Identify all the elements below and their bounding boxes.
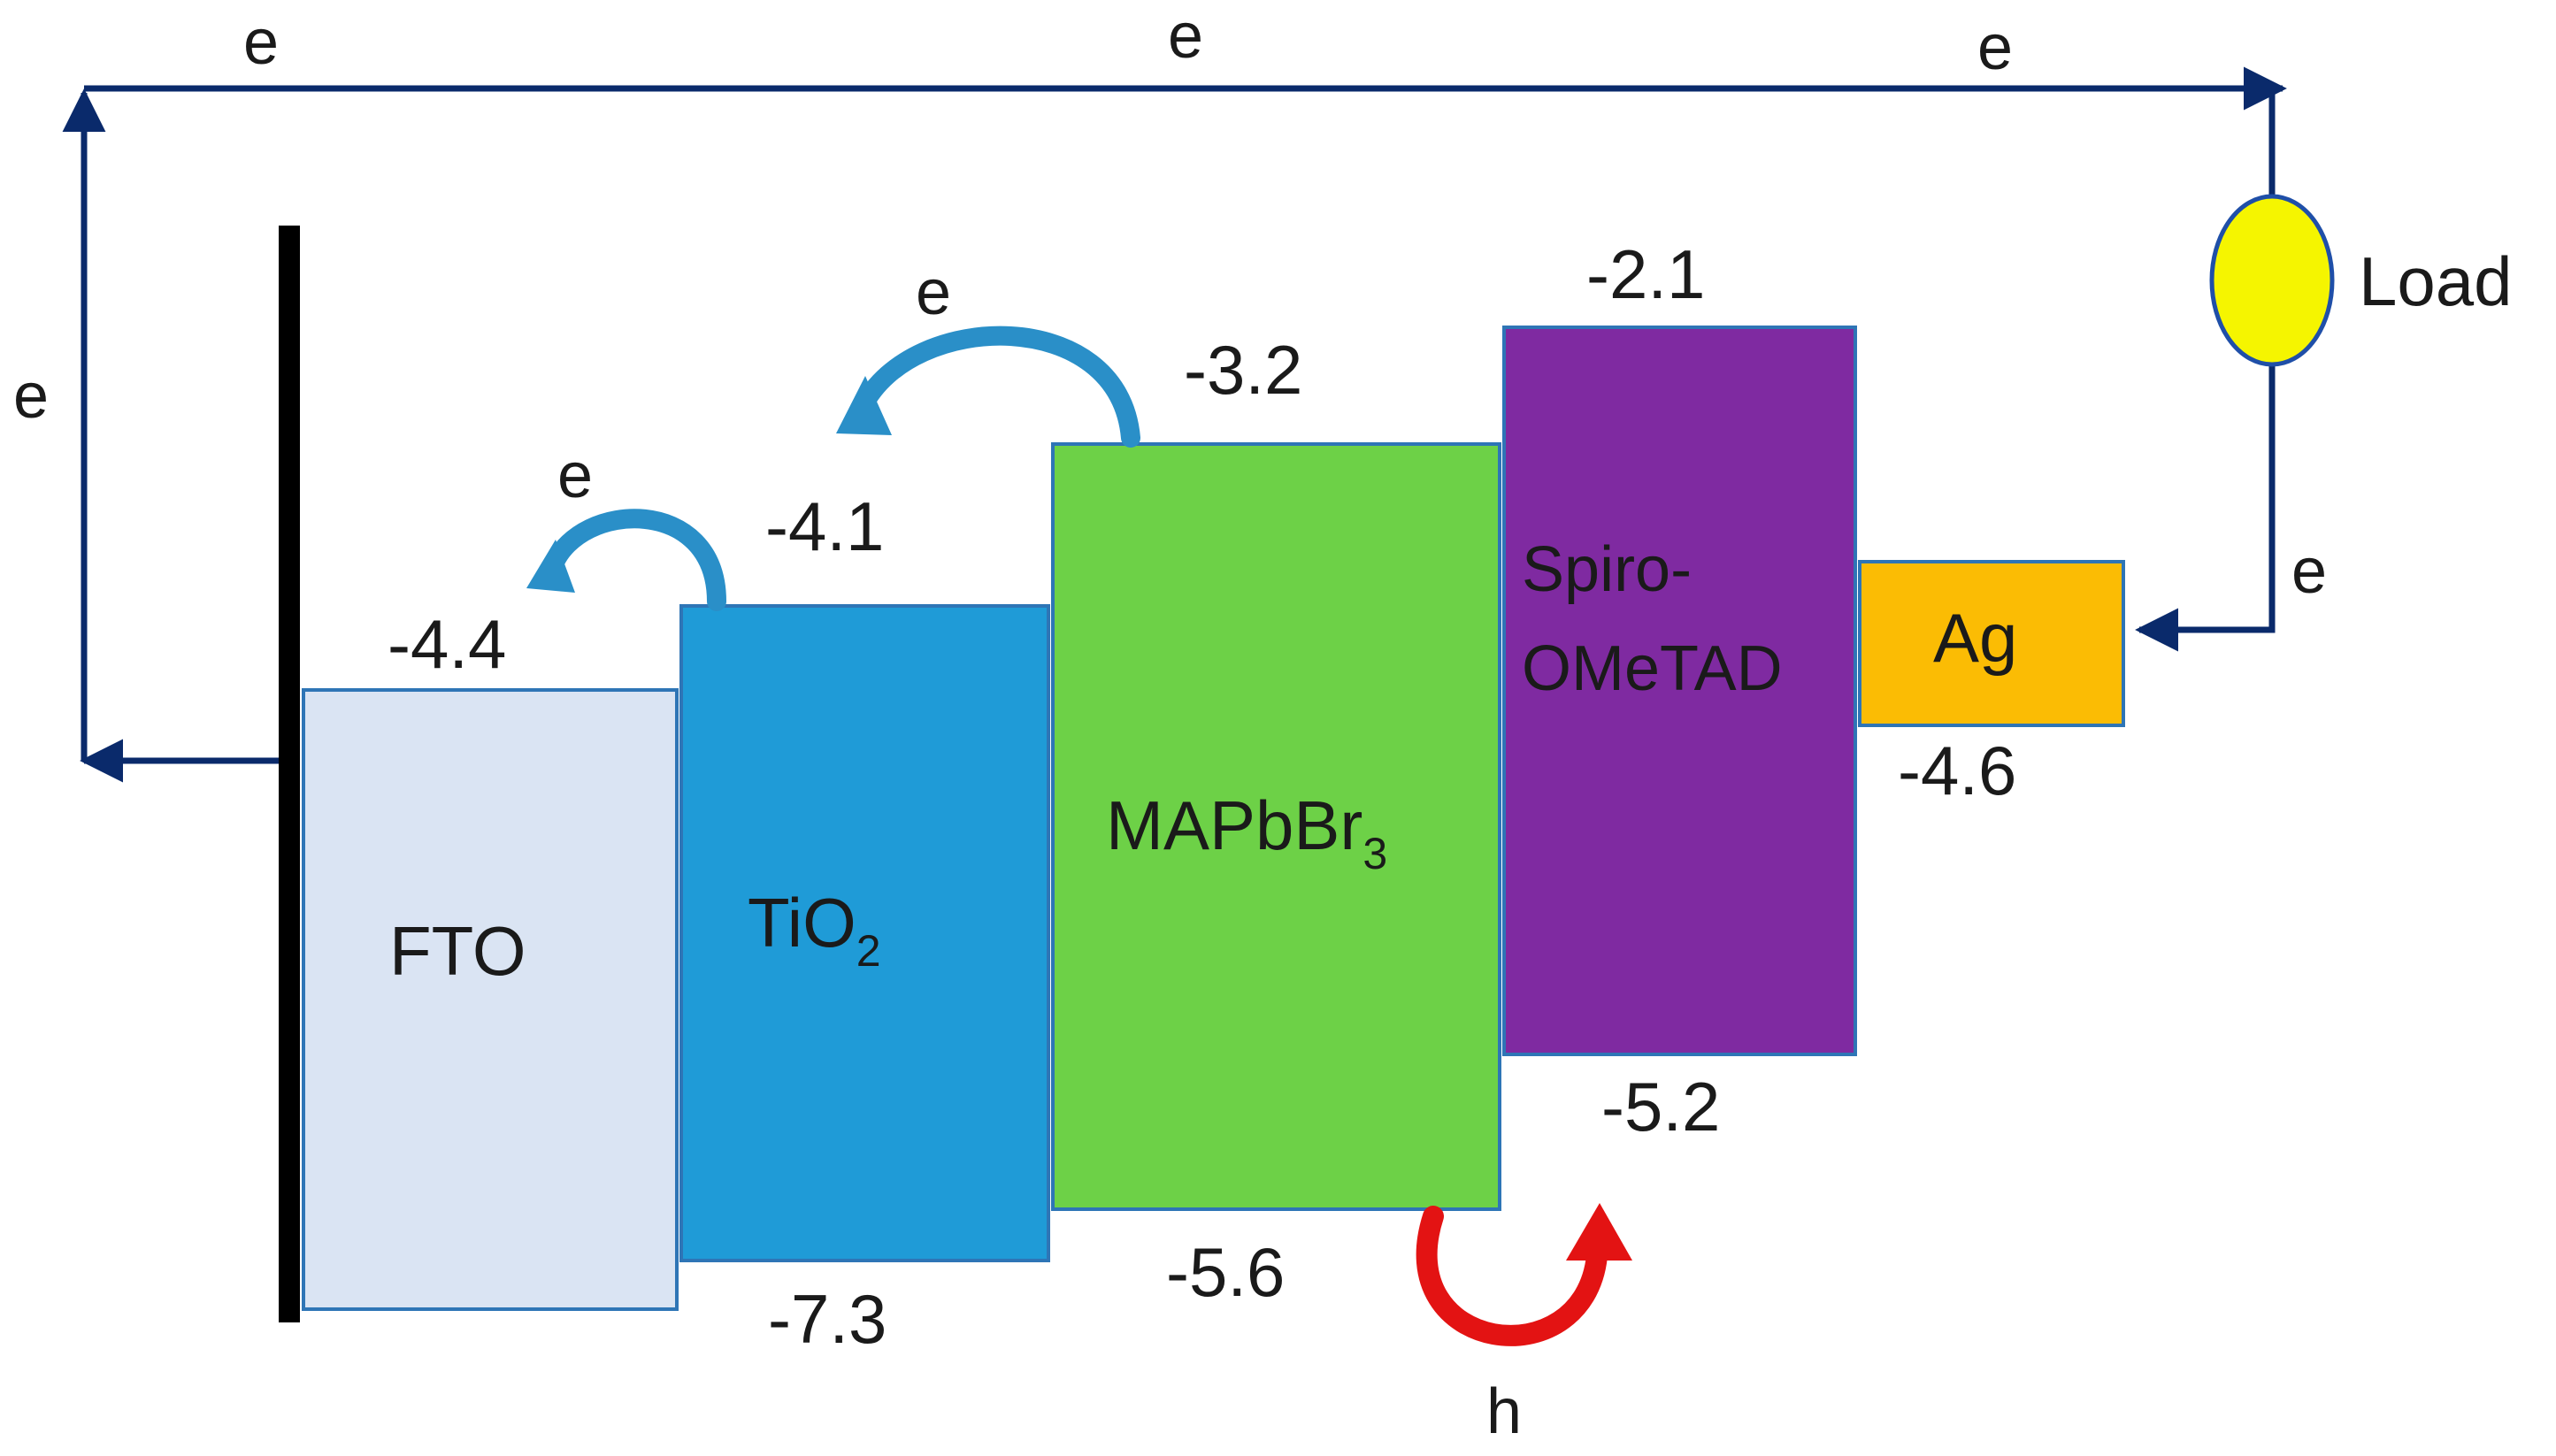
mapbbr3-label: MAPbBr3 — [1106, 786, 1387, 878]
wire-load-to-ag — [2135, 364, 2276, 652]
electron-transfer-arrow-mapbbr3-to-tio2 — [836, 326, 1140, 448]
tio2-bottom-level: -7.3 — [768, 1280, 887, 1358]
spiro-label-line2: OMeTAD — [1522, 633, 1783, 704]
fto-layer — [302, 688, 679, 1311]
mapbbr3-bottom-level: -5.6 — [1166, 1233, 1285, 1311]
load-resistor-icon — [2209, 194, 2335, 367]
fto-label: FTO — [389, 912, 526, 990]
electron-label-top-left: e — [243, 7, 279, 78]
hole-label: h — [1486, 1376, 1522, 1447]
electron-transfer-arrow-tio2-to-fto — [526, 509, 726, 611]
electron-label-left-wire: e — [13, 361, 49, 432]
fto-electrode — [279, 226, 300, 1322]
spiro-layer — [1502, 326, 1857, 1056]
fto-top-level: -4.4 — [388, 605, 506, 683]
spiro-top-level: -2.1 — [1586, 235, 1705, 313]
electron-label-top-middle: e — [1168, 1, 1203, 72]
electron-label-mapbbr3-tio2: e — [916, 257, 951, 328]
ag-label: Ag — [1933, 599, 2017, 677]
tio2-layer — [679, 604, 1050, 1262]
hole-transfer-arrow — [1416, 1203, 1632, 1346]
electron-label-right-wire: e — [2291, 536, 2327, 607]
ag-bottom-level: -4.6 — [1898, 732, 2016, 809]
mapbbr3-top-level: -3.2 — [1184, 331, 1302, 409]
load-label: Load — [2359, 242, 2513, 320]
tio2-top-level: -4.1 — [765, 487, 884, 565]
spiro-bottom-level: -5.2 — [1601, 1068, 1720, 1146]
ag-layer — [1858, 560, 2125, 727]
tio2-label: TiO2 — [748, 884, 881, 976]
external-circuit — [62, 66, 2287, 783]
electron-label-top-right: e — [1977, 12, 2013, 83]
mapbbr3-layer — [1051, 442, 1501, 1211]
spiro-label-line1: Spiro- — [1522, 534, 1692, 605]
electron-label-tio2-fto: e — [557, 441, 593, 511]
